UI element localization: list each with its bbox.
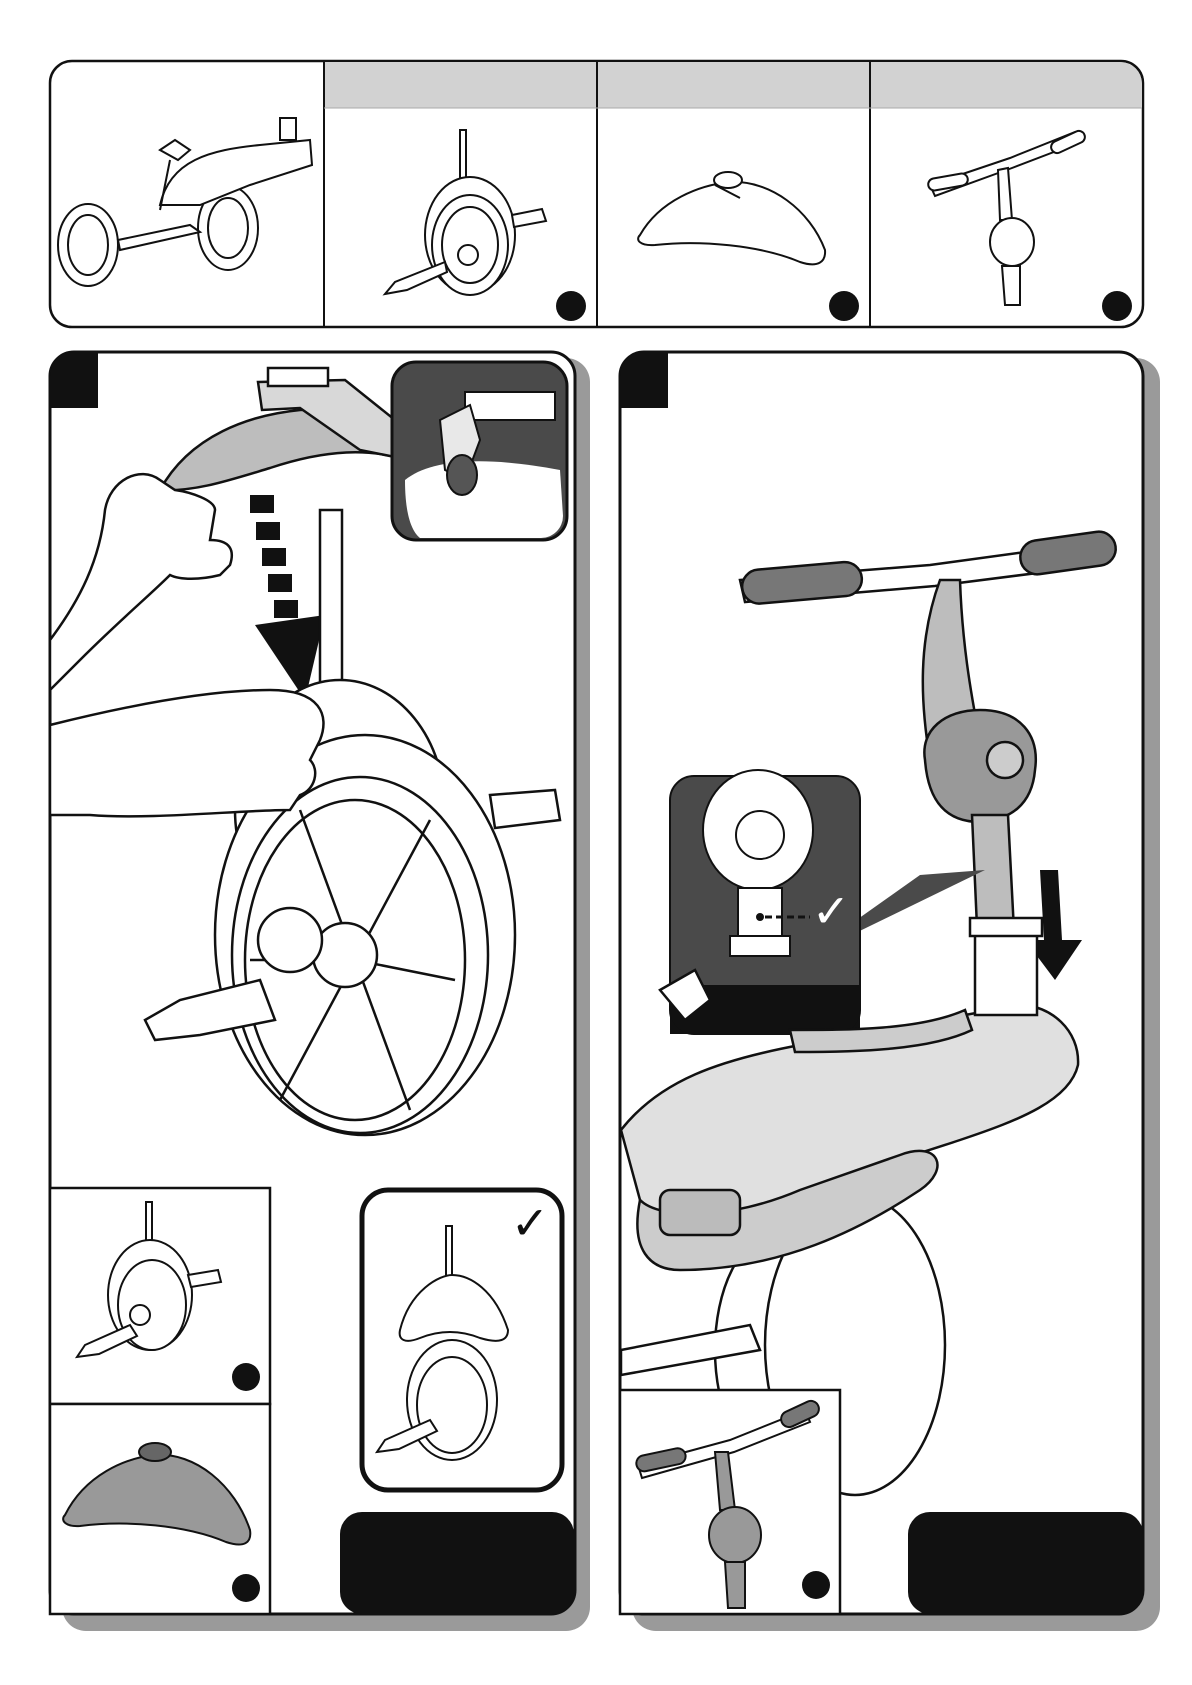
step-number-right — [620, 352, 668, 408]
step-panel-left: ✓ — [0, 340, 600, 1640]
reference-wheel-box — [50, 1188, 270, 1404]
step-left-art — [0, 340, 600, 1640]
check-mark-left: ✓ — [505, 1198, 555, 1248]
step-number-left — [50, 352, 98, 408]
caption-text-right — [918, 1522, 1133, 1604]
clip-detail-inset — [392, 362, 567, 540]
parts-strip — [0, 0, 1192, 340]
parts-strip-art — [0, 0, 1192, 340]
check-mark-right: ✓ — [805, 885, 857, 937]
detail-caption-right — [676, 988, 854, 1030]
step-panel-right: ✓ — [600, 340, 1192, 1640]
fork-shaft — [320, 510, 342, 700]
caption-text-left — [350, 1522, 564, 1604]
reference-handlebar-box — [620, 1390, 840, 1614]
reference-mudguard-box — [50, 1404, 270, 1614]
